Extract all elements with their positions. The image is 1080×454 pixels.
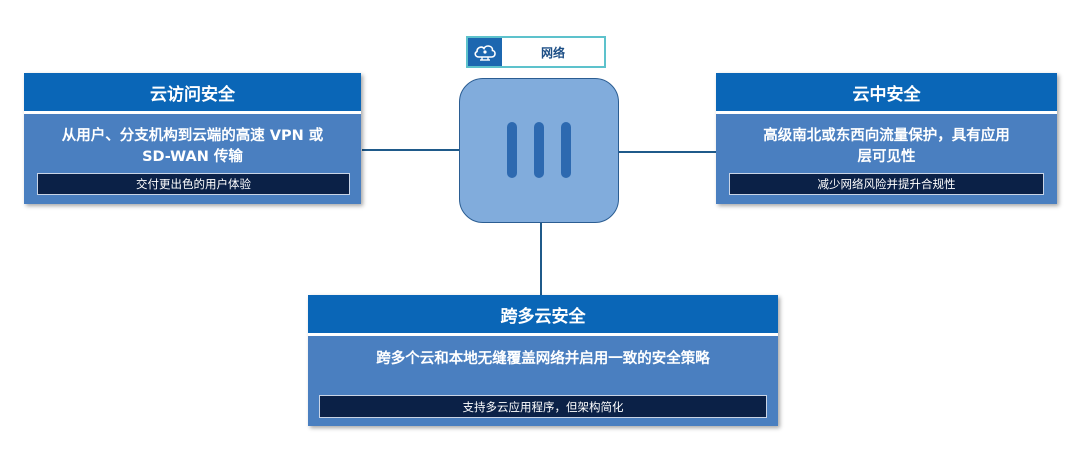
cloud-access-security-card: 云访问安全 从用户、分支机构到云端的高速 VPN 或 SD-WAN 传输 交付更… — [24, 73, 361, 204]
card-description-line-1: 高级南北或东西向流量保护，具有应用 — [763, 128, 1010, 144]
left-connector-line — [362, 149, 460, 151]
hub-bar-3 — [561, 122, 571, 178]
card-description-line-2: SD-WAN 传输 — [142, 149, 243, 165]
bottom-connector-line — [540, 221, 542, 296]
multi-cloud-security-card: 跨多云安全 跨多个云和本地无缝覆盖网络并启用一致的安全策略 支持多云应用程序，但… — [308, 295, 778, 426]
card-description-line-1: 从用户、分支机构到云端的高速 VPN 或 — [61, 128, 324, 144]
card-description-line-2: 层可见性 — [857, 149, 916, 165]
network-label-text: 网络 — [540, 45, 565, 60]
hub-bar-1 — [507, 122, 517, 178]
hub-bar-2 — [534, 122, 544, 178]
card-title: 云中安全 — [716, 73, 1057, 114]
in-cloud-security-card: 云中安全 高级南北或东西向流量保护，具有应用 层可见性 减少网络风险并提升合规性 — [716, 73, 1057, 204]
card-benefit-bar: 减少网络风险并提升合规性 — [729, 173, 1044, 195]
card-benefit-bar: 交付更出色的用户体验 — [37, 173, 350, 195]
cloud-network-icon — [468, 38, 502, 66]
network-label: 网络 — [466, 36, 606, 68]
card-description-line-1: 跨多个云和本地无缝覆盖网络并启用一致的安全策略 — [376, 351, 710, 367]
card-title: 云访问安全 — [24, 73, 361, 114]
card-title: 跨多云安全 — [308, 295, 778, 336]
right-connector-line — [617, 151, 716, 153]
network-hub — [459, 78, 619, 223]
card-benefit-bar: 支持多云应用程序，但架构简化 — [319, 395, 767, 418]
